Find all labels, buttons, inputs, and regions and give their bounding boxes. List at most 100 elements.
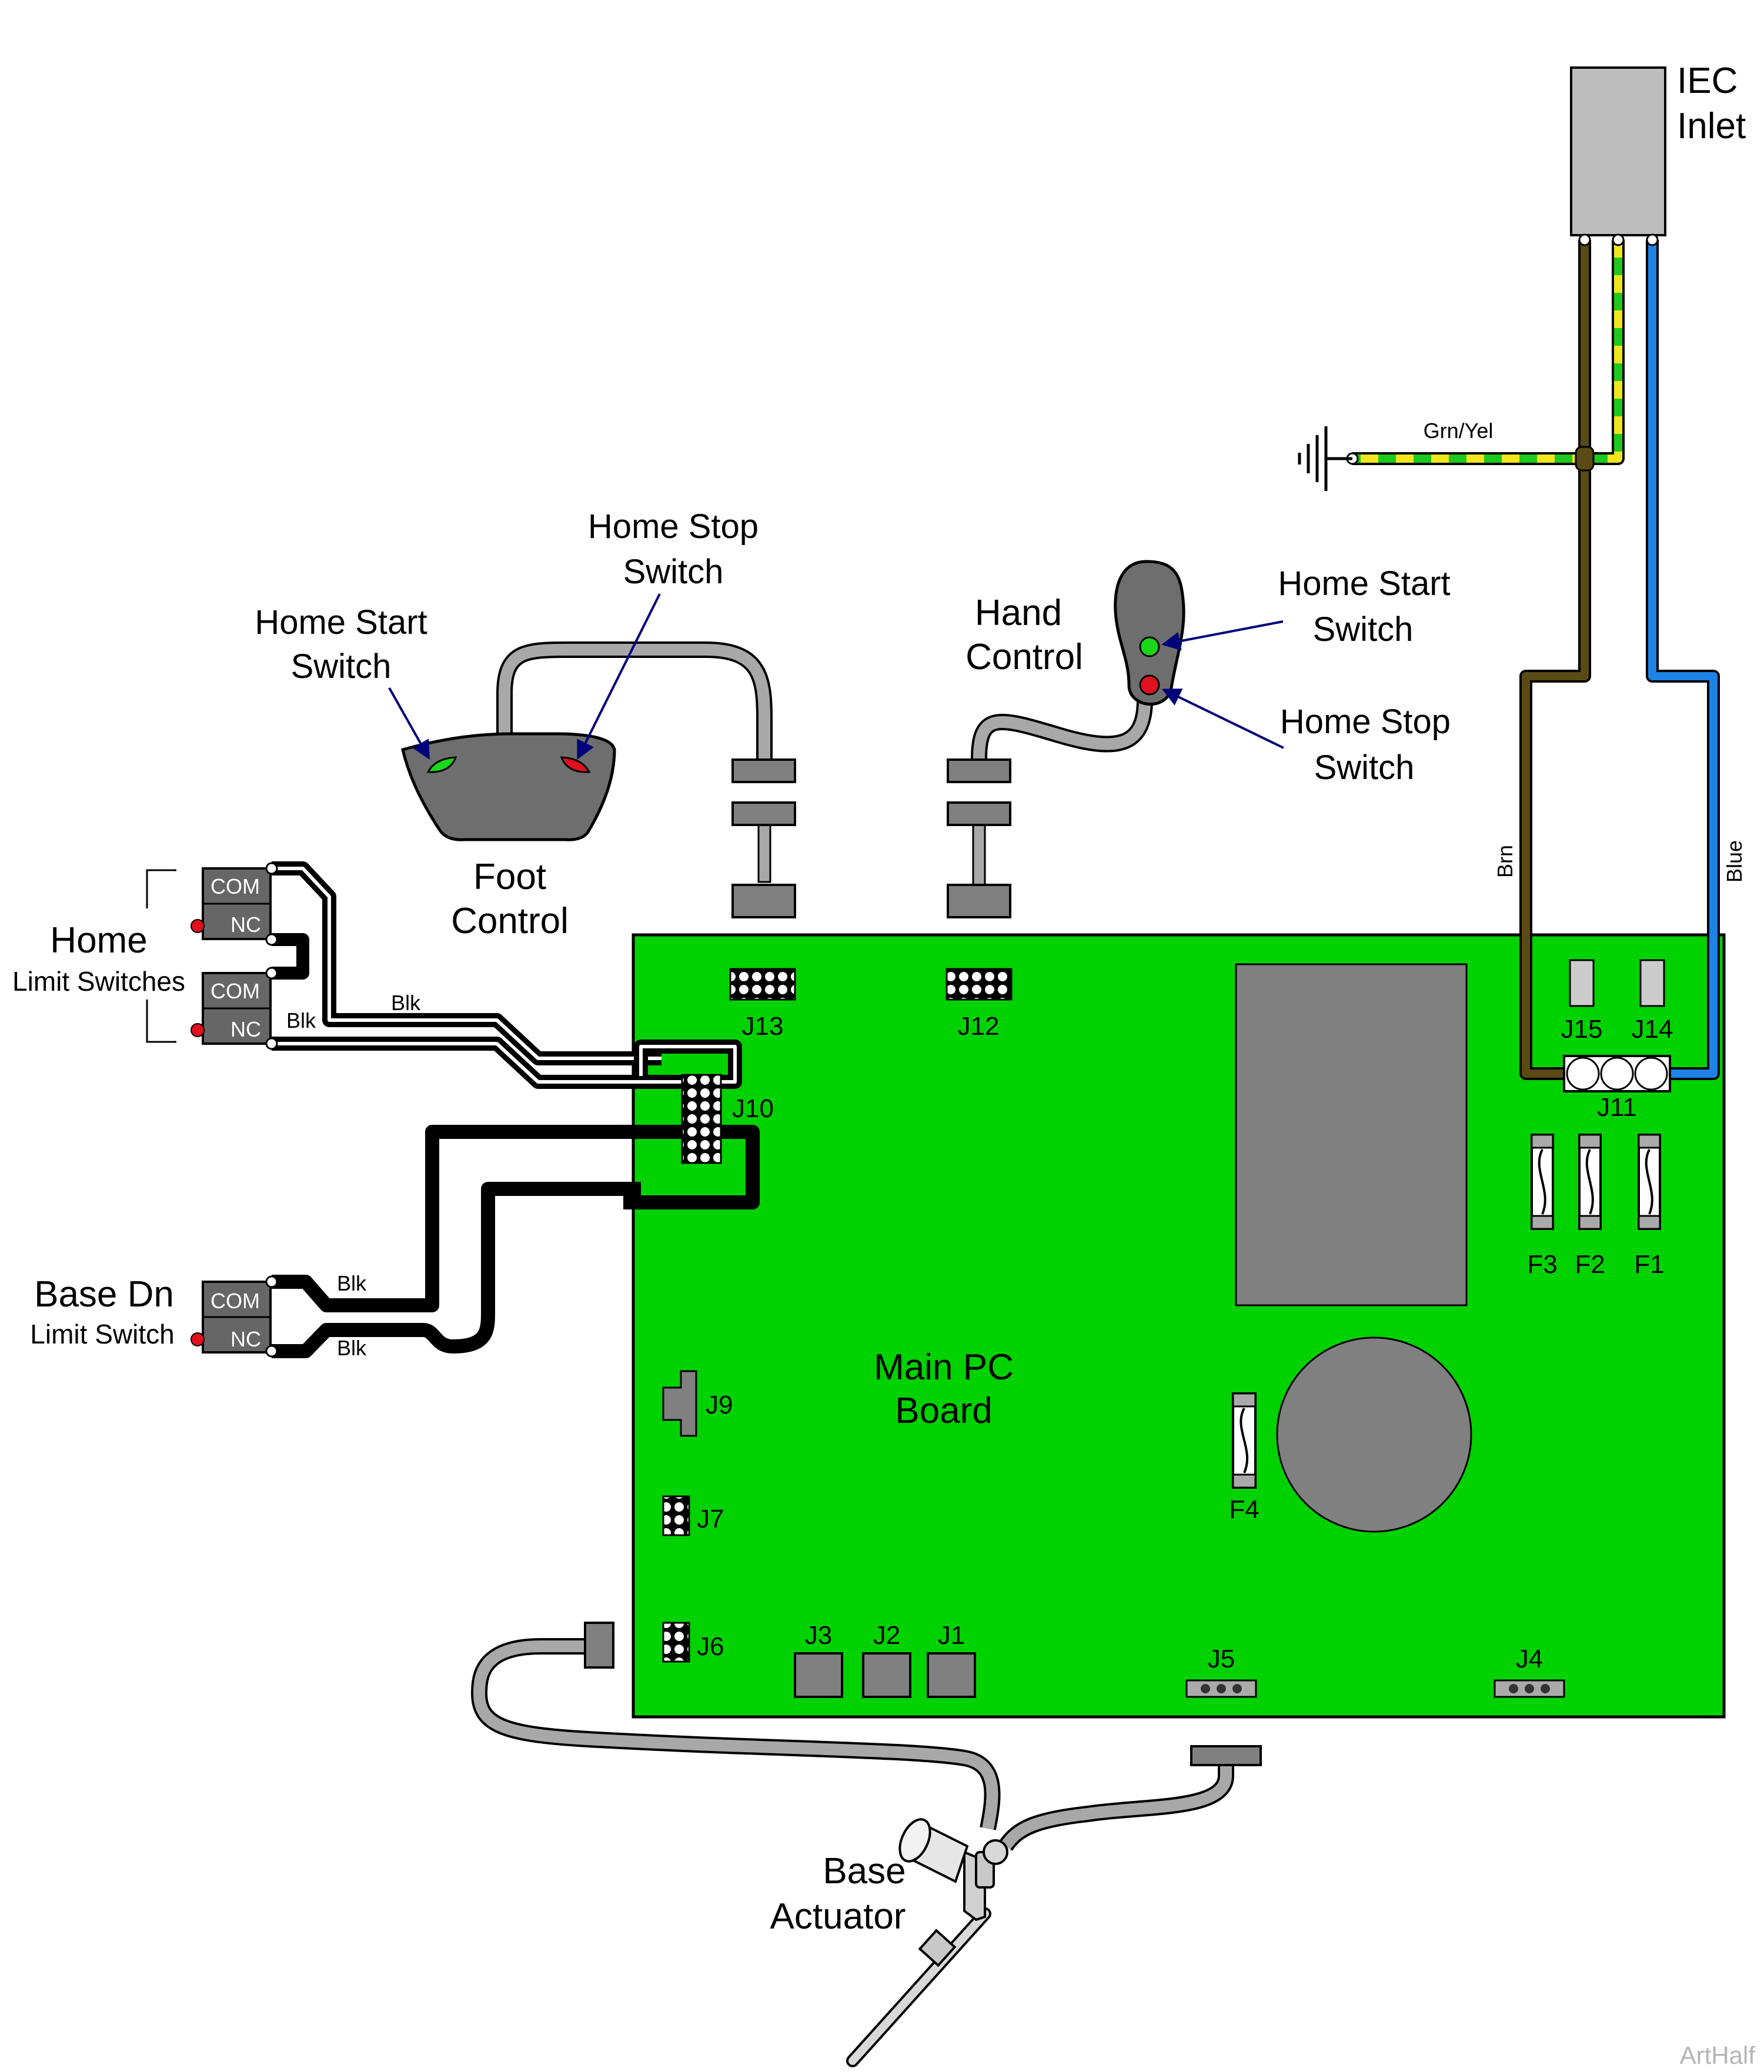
- foot-stop-label-2: Switch: [623, 553, 724, 591]
- wire-brown: Brn: [1493, 240, 1591, 1080]
- connector-j2[interactable]: J2: [862, 1621, 911, 1698]
- svg-text:Inlet: Inlet: [1677, 106, 1746, 146]
- hand-stop-arrow: [1161, 689, 1284, 749]
- foot-start-label-1: Home Start: [255, 603, 427, 641]
- svg-text:Blk: Blk: [286, 1008, 316, 1032]
- foot-control-cable: [496, 641, 773, 883]
- svg-text:J3: J3: [805, 1621, 832, 1650]
- foot-control-label-1: Foot: [473, 857, 546, 897]
- home-limit-bracket: [146, 869, 176, 1043]
- svg-text:J11: J11: [1597, 1093, 1637, 1122]
- connector-j10[interactable]: J10: [681, 1074, 774, 1164]
- svg-text:J14: J14: [1632, 1015, 1673, 1044]
- j6-cable-plug: [584, 1622, 614, 1669]
- svg-text:COM: COM: [211, 874, 260, 898]
- foot-control-label-2: Control: [451, 901, 569, 941]
- base-actuator-label-2: Actuator: [770, 1896, 906, 1937]
- connector-j3[interactable]: J3: [794, 1621, 843, 1698]
- svg-text:Brn: Brn: [1493, 845, 1517, 878]
- hand-start-arrow: [1161, 620, 1284, 651]
- base-dn-limit-switch: COM NC: [191, 1275, 278, 1358]
- svg-text:Blk: Blk: [337, 1336, 367, 1360]
- fuse-f3: F3: [1527, 1134, 1558, 1279]
- credit-label: ArtHalf: [1680, 2041, 1756, 2069]
- svg-text:J12: J12: [958, 1012, 1000, 1041]
- svg-text:J15: J15: [1561, 1015, 1603, 1044]
- svg-text:COM: COM: [211, 1289, 260, 1313]
- wire-blue: Blue: [1646, 240, 1746, 1080]
- connector-j5[interactable]: J5: [1185, 1645, 1257, 1698]
- foot-start-label-2: Switch: [291, 647, 392, 686]
- fuse-f1: F1: [1634, 1134, 1665, 1279]
- hand-stop-label-2: Switch: [1314, 748, 1415, 787]
- hand-control-pendant: [1114, 560, 1185, 706]
- transformer-block: [1235, 963, 1468, 1306]
- svg-text:J13: J13: [742, 1012, 784, 1041]
- home-limit-switch-2: COM NC: [191, 967, 278, 1050]
- svg-text:J10: J10: [732, 1094, 774, 1123]
- connector-j6[interactable]: J6: [662, 1622, 724, 1663]
- wire-ground: Grn/Yel: [1346, 240, 1625, 465]
- svg-text:J5: J5: [1208, 1645, 1235, 1673]
- svg-text:COM: COM: [211, 979, 260, 1003]
- board-title-line1: Main PC: [874, 1347, 1014, 1388]
- hand-control-cable: [971, 699, 1153, 886]
- foot-stop-label-1: Home Stop: [588, 507, 759, 546]
- foot-stop-arrow: [577, 593, 661, 760]
- svg-text:Blue: Blue: [1722, 840, 1746, 883]
- connector-j15[interactable]: J15: [1561, 959, 1603, 1044]
- capacitor-circle: [1276, 1336, 1472, 1533]
- connector-j12[interactable]: J12: [946, 968, 1013, 1041]
- svg-text:J1: J1: [938, 1621, 965, 1650]
- base-dn-label-1: Base Dn: [34, 1274, 174, 1315]
- connector-j11[interactable]: J11: [1563, 1055, 1671, 1122]
- svg-text:F2: F2: [1575, 1250, 1605, 1279]
- limit-indicator-icon: [191, 1023, 205, 1037]
- connector-j1[interactable]: J1: [927, 1621, 976, 1698]
- svg-text:F3: F3: [1527, 1250, 1557, 1279]
- board-title-line2: Board: [895, 1391, 992, 1431]
- base-dn-label-2: Limit Switch: [30, 1319, 174, 1349]
- svg-text:J6: J6: [697, 1632, 724, 1661]
- svg-text:IEC: IEC: [1677, 61, 1738, 101]
- svg-text:Blk: Blk: [391, 991, 421, 1015]
- inlet-terminal: [1646, 233, 1659, 246]
- wire-black-base-dn: Blk Blk: [272, 1125, 760, 1360]
- hand-start-label-2: Switch: [1313, 610, 1414, 649]
- wire-black-home: Blk Blk: [272, 861, 742, 1089]
- base-actuator-cables: [470, 1638, 1234, 1852]
- fuse-f4: F4: [1229, 1392, 1259, 1524]
- svg-text:J2: J2: [873, 1621, 900, 1650]
- j5-cable-plug: [1190, 1745, 1262, 1766]
- inlet-terminal: [1612, 233, 1625, 246]
- iec-inlet: IEC Inlet: [1570, 61, 1746, 236]
- connector-j4[interactable]: J4: [1494, 1645, 1565, 1698]
- inlet-terminal: [1578, 233, 1591, 246]
- fuse-f2: F2: [1575, 1134, 1605, 1279]
- connector-j14[interactable]: J14: [1632, 959, 1673, 1044]
- svg-text:NC: NC: [230, 1017, 261, 1041]
- limit-indicator-icon: [191, 1332, 205, 1346]
- hand-start-label-1: Home Start: [1278, 564, 1450, 603]
- svg-text:NC: NC: [230, 1327, 261, 1351]
- wire-crossover: [1575, 446, 1595, 472]
- home-stop-button-icon: [1139, 674, 1160, 696]
- home-start-indicator-icon: [426, 756, 457, 773]
- connector-j7[interactable]: J7: [662, 1495, 724, 1536]
- limit-indicator-icon: [191, 919, 205, 933]
- svg-text:J7: J7: [697, 1505, 724, 1533]
- home-start-button-icon: [1139, 636, 1160, 657]
- home-limit-switch-1: COM NC: [191, 862, 278, 946]
- connector-j9[interactable]: J9: [662, 1370, 733, 1437]
- svg-text:Blk: Blk: [337, 1271, 367, 1295]
- connector-j13[interactable]: J13: [729, 968, 796, 1041]
- base-actuator: [846, 1818, 1008, 2067]
- svg-text:Grn/Yel: Grn/Yel: [1424, 419, 1494, 443]
- hand-control-label-2: Control: [965, 637, 1083, 677]
- home-limit-label-2: Limit Switches: [12, 966, 185, 997]
- home-limit-label-1: Home: [50, 920, 147, 961]
- foot-control-connector: [731, 758, 796, 918]
- main-pc-board: Main PC Board: [632, 933, 1726, 1719]
- svg-text:J4: J4: [1516, 1645, 1543, 1673]
